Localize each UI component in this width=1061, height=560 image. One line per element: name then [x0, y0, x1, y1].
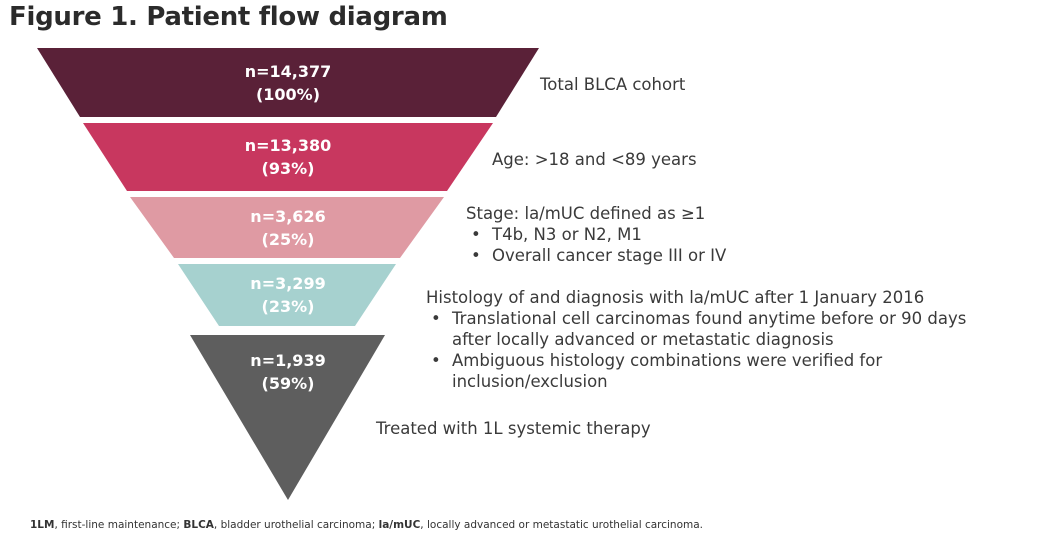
- footnote: 1LM, first-line maintenance; BLCA, bladd…: [30, 519, 703, 531]
- stage-5-label: Treated with 1L systemic therapy: [376, 419, 651, 438]
- funnel-stage-2-band: [83, 123, 493, 191]
- stage-5-description: Treated with 1L systemic therapy: [376, 418, 651, 439]
- footnote-def-1lm: , first-line maintenance;: [54, 519, 184, 531]
- funnel-stage-5-band: [190, 335, 385, 500]
- stage-4-bullet-2-line-2: inclusion/exclusion: [452, 372, 608, 391]
- stage-4-bullet: Translational cell carcinomas found anyt…: [426, 308, 966, 350]
- funnel-stage-4-band: [178, 264, 396, 326]
- funnel-stage-3-count: n=3,626: [250, 207, 325, 226]
- stage-2-label: Age: >18 and <89 years: [492, 150, 697, 169]
- stage-3-bullet-list: T4b, N3 or N2, M1 Overall cancer stage I…: [466, 224, 726, 266]
- stage-4-bullet-1-line-1: Translational cell carcinomas found anyt…: [452, 309, 967, 328]
- stage-3-description: Stage: la/mUC defined as ≥1 T4b, N3 or N…: [466, 203, 726, 266]
- funnel-stage-5-count: n=1,939: [250, 351, 325, 370]
- footnote-abbr-blca: BLCA: [183, 519, 214, 531]
- stage-4-bullet-list: Translational cell carcinomas found anyt…: [426, 308, 966, 392]
- footnote-abbr-lamuc: la/mUC: [378, 519, 421, 531]
- funnel-stage-4-count: n=3,299: [250, 274, 325, 293]
- stage-3-bullet: T4b, N3 or N2, M1: [466, 224, 726, 245]
- funnel-stage-5-percent: (59%): [262, 374, 315, 393]
- footnote-def-lamuc: , locally advanced or metastatic urothel…: [420, 519, 704, 531]
- stage-4-bullet: Ambiguous histology combinations were ve…: [426, 350, 966, 392]
- stage-3-label: Stage: la/mUC defined as ≥1: [466, 204, 706, 223]
- funnel-stage-1-percent: (100%): [256, 85, 320, 104]
- funnel-stage-1-band: [37, 48, 539, 117]
- funnel-stage-2-count: n=13,380: [245, 136, 332, 155]
- stage-4-bullet-1-line-2: after locally advanced or metastatic dia…: [452, 330, 834, 349]
- stage-4-description: Histology of and diagnosis with la/mUC a…: [426, 287, 966, 392]
- stage-1-label: Total BLCA cohort: [540, 75, 686, 94]
- stage-1-description: Total BLCA cohort: [540, 74, 685, 95]
- funnel-stage-3-percent: (25%): [262, 230, 315, 249]
- funnel-stage-3-band: [130, 197, 444, 258]
- funnel-stage-2-percent: (93%): [262, 159, 315, 178]
- stage-2-description: Age: >18 and <89 years: [492, 149, 697, 170]
- stage-3-bullet: Overall cancer stage III or IV: [466, 245, 726, 266]
- footnote-abbr-1lm: 1LM: [30, 519, 55, 531]
- funnel-stage-4-percent: (23%): [262, 297, 315, 316]
- stage-4-bullet-2-line-1: Ambiguous histology combinations were ve…: [452, 351, 883, 370]
- figure-title: Figure 1. Patient flow diagram: [9, 2, 448, 32]
- stage-4-label: Histology of and diagnosis with la/mUC a…: [426, 288, 925, 307]
- footnote-def-blca: , bladder urothelial carcinoma;: [213, 519, 379, 531]
- funnel-stage-1-count: n=14,377: [245, 62, 332, 81]
